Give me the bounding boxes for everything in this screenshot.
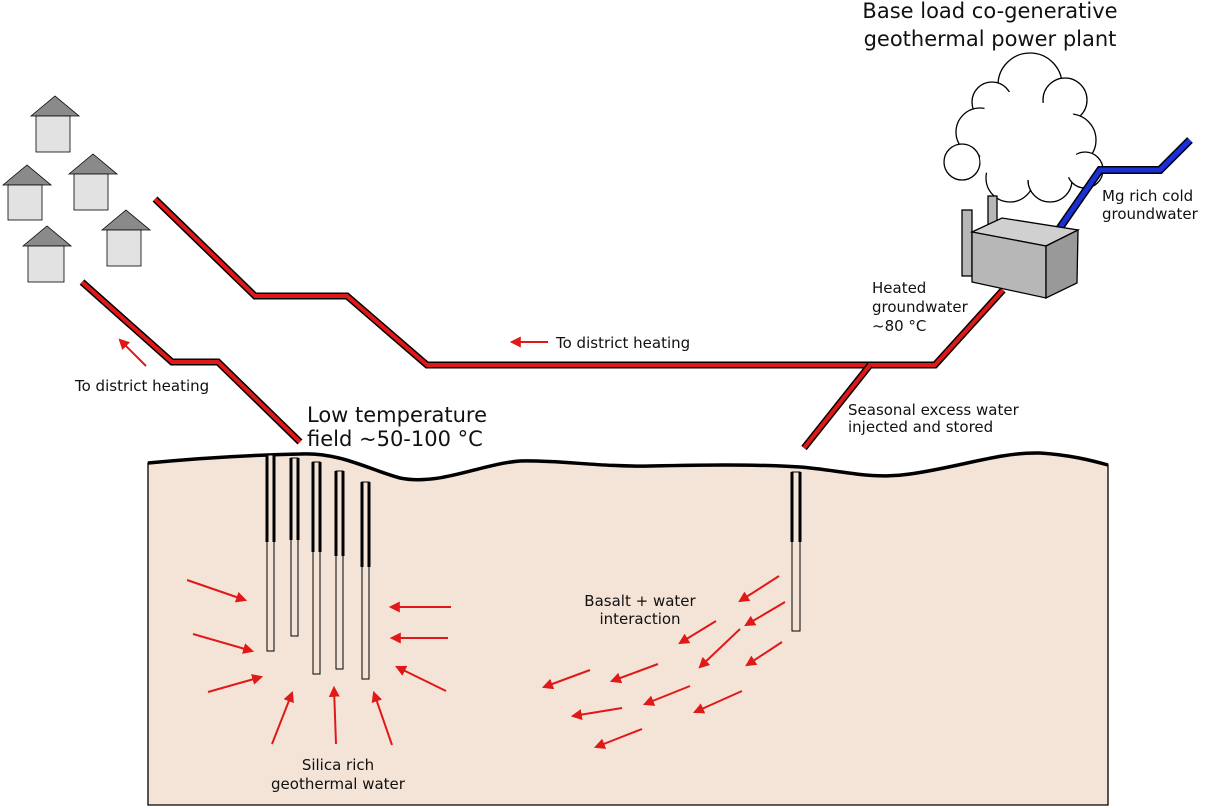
house-icon <box>1 164 53 221</box>
low-temp-field-label-line1: Low temperature <box>307 403 487 427</box>
heated-groundwater-label-line1: Heated <box>872 279 926 297</box>
heated-groundwater-label-line2: groundwater <box>872 298 969 316</box>
house-icon <box>100 209 152 267</box>
plant-title-line2: geothermal power plant <box>864 27 1117 51</box>
flow-arrow-icon <box>118 336 786 749</box>
house-icon <box>29 95 81 153</box>
cold-groundwater-label-line2: groundwater <box>1102 205 1199 223</box>
seasonal-excess-label-line2: injected and stored <box>848 418 993 436</box>
house-icon <box>67 153 119 211</box>
district-heating-label-upper: To district heating <box>555 334 690 352</box>
district-heating-label-left: To district heating <box>74 377 209 395</box>
silica-label-line2: geothermal water <box>271 775 406 793</box>
basalt-label-line1: Basalt + water <box>584 592 696 610</box>
well-casing <box>265 455 371 567</box>
well-icon <box>790 471 802 632</box>
house-icon <box>21 225 73 283</box>
cold-groundwater-label-line1: Mg rich cold <box>1102 187 1193 205</box>
plant-title: Base load co-generative geothermal power… <box>862 0 1117 51</box>
well-icon <box>266 454 370 680</box>
steam-cloud-icon <box>943 52 1104 203</box>
heated-groundwater-label-line3: ~80 °C <box>872 317 926 335</box>
seasonal-excess-label-line1: Seasonal excess water <box>848 401 1020 419</box>
silica-label-line1: Silica rich <box>302 756 374 774</box>
plant-title-line1: Base load co-generative <box>862 0 1117 23</box>
basalt-label-line2: interaction <box>599 610 680 628</box>
ground-surface-line <box>147 451 1109 482</box>
low-temp-field-label-line2: field ~50-100 °C <box>307 427 483 451</box>
power-plant-icon <box>961 195 1081 300</box>
